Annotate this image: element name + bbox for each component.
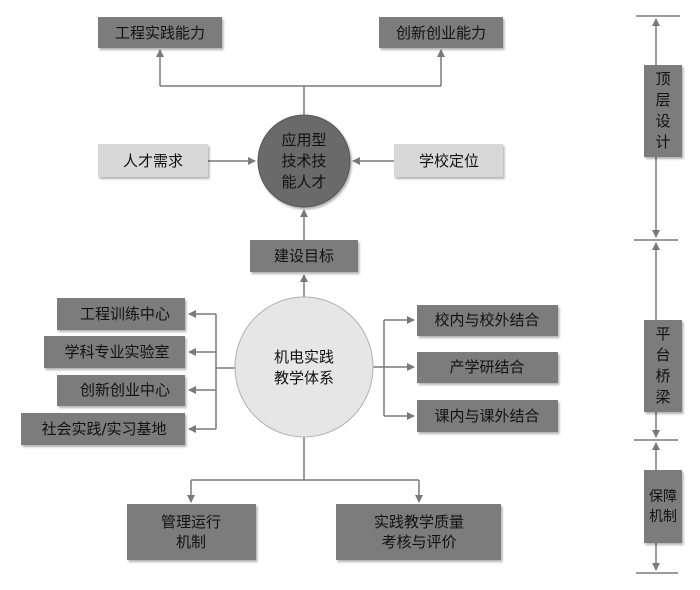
connectors [156,49,445,503]
core-goal-line: 能人才 [281,173,326,191]
combination-label: 产学研结合 [449,358,524,376]
core-goal-line: 技术技 [281,152,326,170]
level-char: 台 [655,346,670,364]
level-platform-bridge: 平 台 桥 梁 [644,320,682,412]
combination-box: 产学研结合 [417,352,558,383]
level-char: 顶 [655,70,670,88]
platform-box: 创新创业中心 [57,375,185,406]
build-goal-box: 建设目标 [250,240,358,272]
combination-label: 课内与课外结合 [434,407,539,425]
management-line: 机制 [176,533,206,551]
outcome-engineering-box: 工程实践能力 [98,17,222,48]
level-char: 层 [655,91,670,109]
talent-demand-label: 人才需求 [123,152,183,170]
outcome-engineering-label: 工程实践能力 [115,24,205,42]
core-goal-ellipse: 应用型 技术技 能人才 [257,114,351,208]
build-goal-label: 建设目标 [274,247,334,265]
system-line: 教学体系 [274,369,334,387]
level-line: 保障 [649,489,677,505]
level-line: 机制 [649,509,677,525]
level-char: 平 [655,325,670,343]
core-goal-line: 应用型 [281,131,326,149]
platform-label: 社会实践/实习基地 [41,420,166,438]
management-box: 管理运行 机制 [127,504,256,560]
platform-label: 学科专业实验室 [64,343,169,361]
combination-box: 校内与校外结合 [417,305,558,336]
quality-line: 实践教学质量 [374,513,464,531]
level-char: 设 [655,112,670,130]
level-guarantee: 保障 机制 [644,470,682,543]
platform-box: 工程训练中心 [57,298,185,330]
platform-label: 工程训练中心 [80,305,170,323]
level-top-design: 顶 层 设 计 [644,65,682,157]
outcome-innovation-label: 创新创业能力 [396,24,486,42]
outcome-innovation-box: 创新创业能力 [379,17,503,48]
combination-box: 课内与课外结合 [417,400,558,432]
platform-label: 创新创业中心 [80,381,170,399]
school-position-box: 学校定位 [394,144,503,177]
system-ellipse: 机电实践 教学体系 [234,296,374,438]
combination-label: 校内与校外结合 [434,311,539,329]
talent-demand-box: 人才需求 [98,144,208,177]
platform-box: 学科专业实验室 [44,336,185,368]
level-scale [634,15,680,574]
quality-line: 考核与评价 [381,533,456,551]
platform-box: 社会实践/实习基地 [21,413,185,445]
school-position-label: 学校定位 [419,152,479,170]
level-char: 桥 [655,367,670,385]
quality-box: 实践教学质量 考核与评价 [336,504,501,560]
level-char: 梁 [655,388,670,406]
level-char: 计 [655,133,670,151]
management-line: 管理运行 [161,513,221,531]
system-line: 机电实践 [274,348,334,366]
